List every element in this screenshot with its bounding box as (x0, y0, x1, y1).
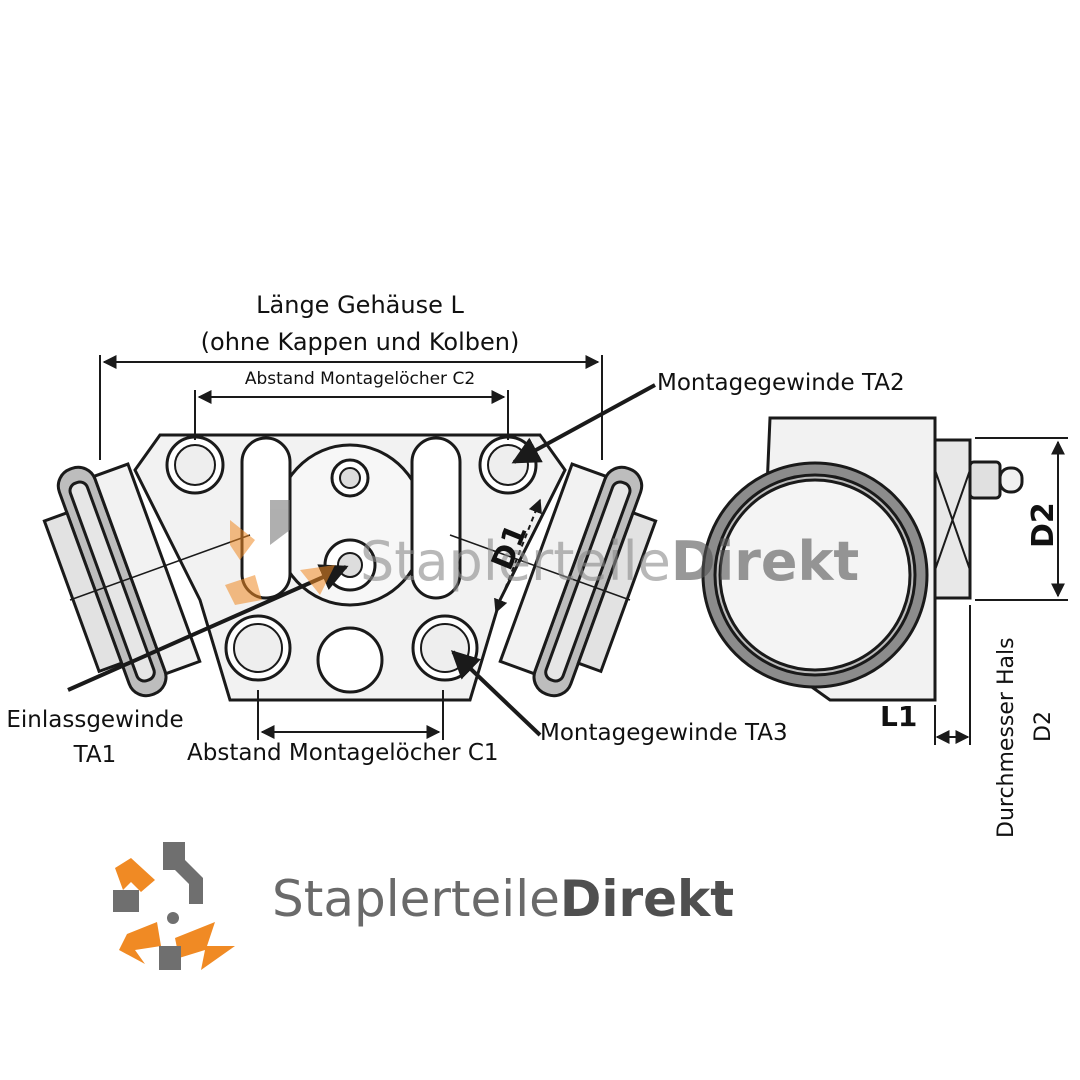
bleed-hole-inner (339, 467, 361, 489)
ta1-label-line1: Einlassgewinde (6, 707, 184, 733)
bleed-nipple (968, 460, 1002, 500)
watermark-logo-icon (225, 500, 335, 605)
ta3-arrow (450, 650, 542, 737)
ta3-label: Montagegewinde TA3 (540, 720, 788, 746)
center-lower-hole (316, 626, 384, 694)
right-slot (410, 436, 462, 600)
left-boot (42, 462, 202, 698)
inlet-hole-inner (337, 552, 363, 578)
watermark-light: Stapler (360, 530, 554, 593)
length-label: Länge Gehäuse L (ohne Kappen und Kolben) (160, 287, 560, 361)
brand-name: StaplerteileDirekt (272, 870, 734, 928)
ta2-label: Montagegewinde TA2 (657, 370, 905, 396)
ta2-arrow (511, 383, 656, 464)
dimension-lines (99, 355, 603, 740)
right-boot (498, 462, 658, 698)
ta1-label: Einlassgewinde TA1 (0, 703, 190, 773)
side-dimension-lines (934, 437, 1068, 745)
length-label-line1: Länge Gehäuse L (256, 291, 464, 319)
watermark-text: StaplerteileDirekt (360, 530, 859, 593)
side-ring-inner (718, 478, 912, 672)
c2-label: Abstand Montagelöcher C2 (244, 369, 476, 389)
watermark-bold: Direkt (671, 530, 859, 593)
front-view (42, 433, 658, 702)
ta3-hole-inner (420, 623, 470, 673)
leader-arrows (67, 383, 656, 737)
ta2-hole-left-inner (174, 444, 216, 486)
length-label-line2: (ohne Kappen und Kolben) (200, 328, 520, 356)
neck-label-1: Durchmesser Hals (994, 637, 1019, 838)
d2-label: D2 (1026, 502, 1061, 548)
ta1-label-line2: TA1 (73, 742, 117, 768)
watermark-mid: teile (553, 530, 671, 593)
neck-label-2: D2 (1031, 711, 1056, 742)
brand-logo-icon (113, 842, 235, 970)
brand-name-light: Staplerteile (272, 870, 560, 928)
c1-label: Abstand Montagelöcher C1 (187, 740, 499, 766)
c1-hole-left-inner (233, 623, 283, 673)
ta1-arrow (67, 564, 349, 692)
l1-label: L1 (880, 700, 918, 733)
side-view (701, 416, 1024, 702)
brand-name-bold: Direkt (559, 870, 735, 928)
ta2-hole-right-inner (487, 444, 529, 486)
